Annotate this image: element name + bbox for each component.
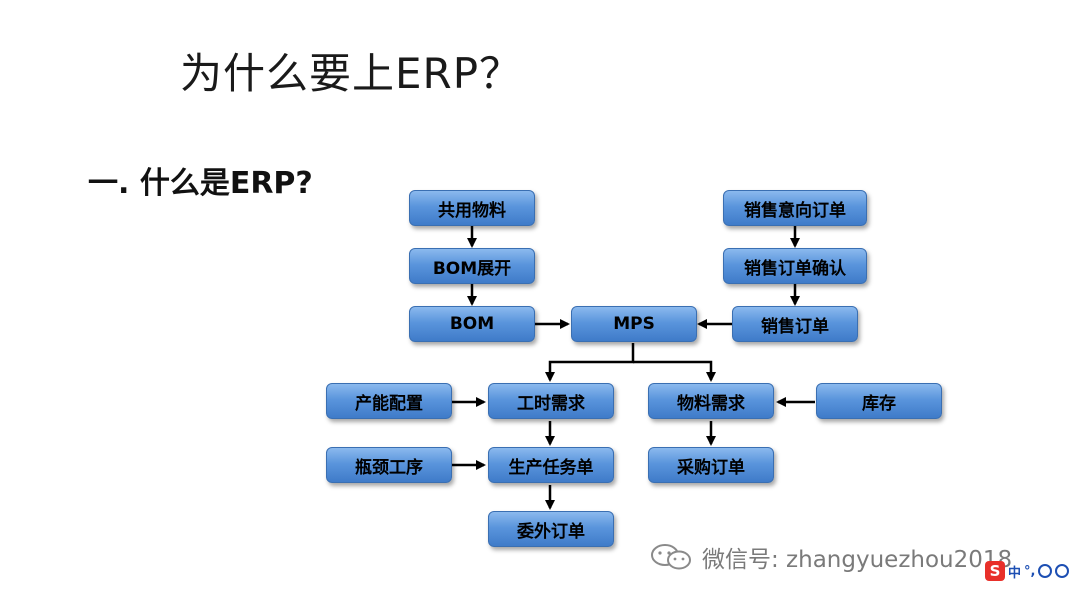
node-bottleneck-process: 瓶颈工序 bbox=[326, 447, 452, 483]
node-sales-intent-order: 销售意向订单 bbox=[723, 190, 867, 226]
ime-emoji-icon[interactable] bbox=[1038, 564, 1053, 578]
node-capacity-config: 产能配置 bbox=[326, 383, 452, 419]
node-outsource-order: 委外订单 bbox=[488, 511, 614, 547]
ime-toolbar[interactable]: S 中 °, bbox=[985, 560, 1080, 582]
node-purchase-order: 采购订单 bbox=[648, 447, 774, 483]
ime-punct-label[interactable]: °, bbox=[1024, 563, 1036, 579]
node-inventory: 库存 bbox=[816, 383, 942, 419]
node-sales-order-confirm: 销售订单确认 bbox=[723, 248, 867, 284]
wechat-icon bbox=[651, 544, 691, 570]
node-shared-material: 共用物料 bbox=[409, 190, 535, 226]
node-mps: MPS bbox=[571, 306, 697, 342]
section-heading: 一. 什么是ERP? bbox=[88, 166, 313, 201]
node-material-demand: 物料需求 bbox=[648, 383, 774, 419]
node-production-task: 生产任务单 bbox=[488, 447, 614, 483]
wechat-watermark: 微信号: zhangyuezhou2018 bbox=[648, 540, 1012, 574]
arrow-mps-to-labor bbox=[545, 343, 635, 382]
node-labor-hour-demand: 工时需求 bbox=[488, 383, 614, 419]
watermark-text: 微信号: zhangyuezhou2018 bbox=[702, 547, 1013, 573]
node-bom: BOM bbox=[409, 306, 535, 342]
node-bom-expand: BOM展开 bbox=[409, 248, 535, 284]
page-title: 为什么要上ERP？ bbox=[180, 49, 523, 98]
sogou-logo-icon[interactable]: S bbox=[985, 561, 1005, 581]
ime-voice-icon[interactable] bbox=[1055, 564, 1070, 578]
ime-language-label[interactable]: 中 bbox=[1008, 565, 1022, 581]
node-sales-order: 销售订单 bbox=[732, 306, 858, 342]
arrow-mps-to-material-req bbox=[633, 360, 716, 382]
